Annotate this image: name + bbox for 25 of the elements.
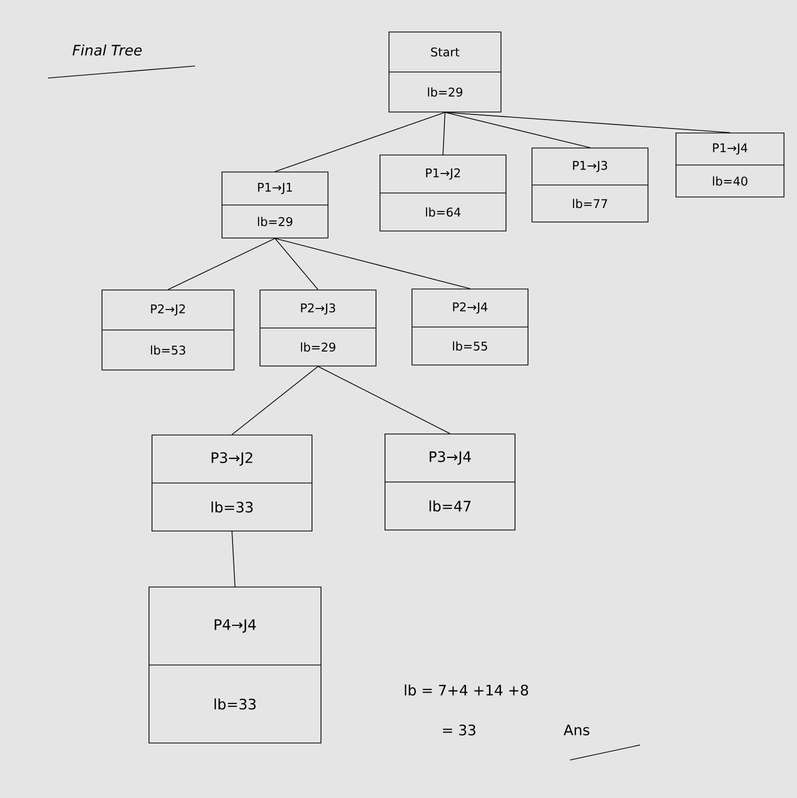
tree-edge: [274, 238, 318, 290]
title: Final Tree: [72, 44, 142, 56]
tree-edge: [232, 531, 236, 587]
tree-edge: [442, 112, 446, 156]
tree-edge: [168, 238, 276, 290]
tree-node-box: P1→J2 lb=64: [380, 154, 506, 232]
tree-edge: [318, 366, 450, 434]
tree-node-box: P2→J4 lb=55: [412, 288, 528, 366]
tree-node-box: Start lb=29: [388, 32, 502, 112]
tree-node-box: P2→J2 lb=53: [102, 290, 234, 370]
tree-edge: [274, 238, 470, 289]
equation-text: = 33: [443, 724, 476, 736]
tree-edge: [274, 112, 446, 172]
tree-edge: [232, 366, 318, 435]
tree-node-box: P3→J2 lb=33: [152, 434, 312, 532]
tree-node-box: P1→J4 lb=40: [676, 132, 784, 198]
tree-node-box: P1→J3 lb=77: [532, 148, 648, 222]
equation-text: Ans: [564, 724, 590, 736]
tree-edge: [444, 112, 730, 133]
tree-node-box: P1→J1 lb=29: [222, 172, 328, 238]
tree-node-box: P2→J3 lb=29: [260, 290, 376, 366]
equation-text: lb = 7+4 +14 +8: [404, 684, 528, 696]
tree-edge: [444, 112, 590, 148]
tree-node-box: P4→J4 lb=33: [148, 586, 322, 744]
tree-node-box: P3→J4 lb=47: [384, 434, 516, 530]
